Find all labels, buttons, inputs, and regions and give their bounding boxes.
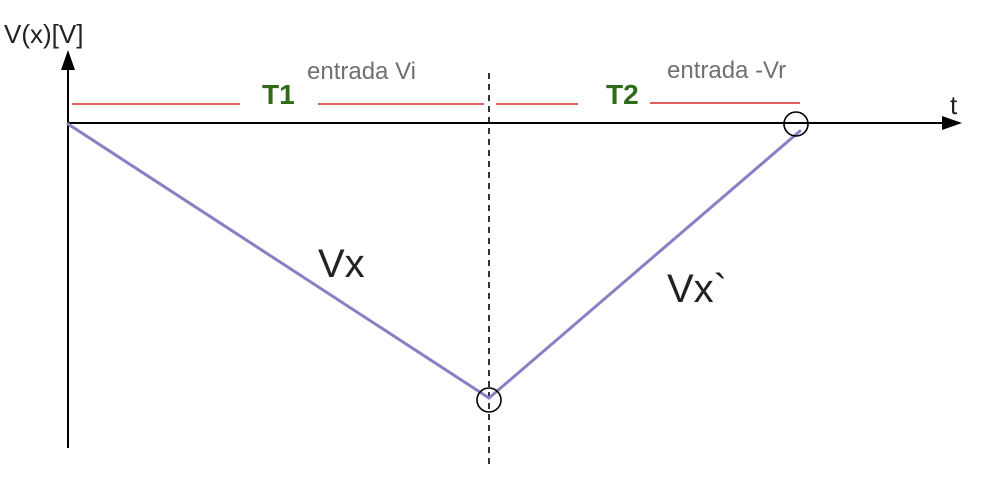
interval-t2-tag: T2 [606, 79, 639, 110]
zero-crossing-marker [783, 111, 809, 137]
signal-vx-waveform [66, 122, 802, 400]
y-axis-arrow-icon [61, 50, 75, 70]
interval-t1-caption: entrada Vi [307, 58, 416, 85]
valley-marker [476, 387, 502, 413]
integration-signal-label: Vx [318, 242, 365, 286]
interval-t2-caption: entrada -Vr [667, 57, 786, 84]
x-axis-label: t [950, 90, 958, 120]
interval-t1-tag: T1 [262, 79, 295, 110]
y-axis-label: V(x)[V] [4, 19, 83, 49]
x-axis-arrow-icon [942, 116, 962, 130]
deintegration-signal-label: Vx` [667, 267, 727, 311]
